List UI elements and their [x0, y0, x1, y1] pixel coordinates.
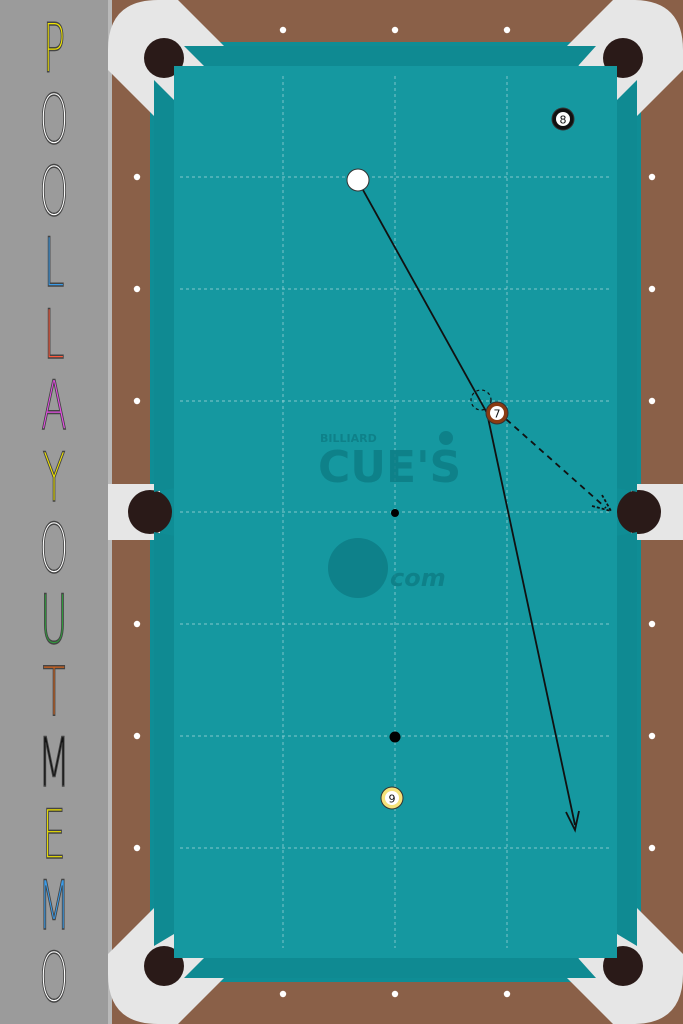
logo-ball-icon — [439, 431, 453, 445]
shot-lines — [357, 180, 613, 833]
title-letter: O — [39, 81, 69, 161]
diamonds — [133, 26, 656, 998]
title-letter: P — [42, 10, 66, 89]
ball-7[interactable]: 7 — [485, 401, 509, 425]
ball-9[interactable]: 9 — [380, 786, 404, 810]
pocket-plates — [108, 0, 683, 1024]
cue-ball-path — [357, 180, 488, 414]
object-ball-path — [497, 411, 607, 509]
pool-table[interactable]: BILLIARD CUE'S com — [108, 0, 683, 1024]
cue-ball-deflection-path — [486, 412, 576, 826]
table-canvas[interactable]: BILLIARD CUE'S com — [108, 0, 683, 1024]
logo-circle-icon — [328, 538, 388, 598]
ghost-ball — [470, 389, 492, 411]
ball-8[interactable]: 8 — [551, 107, 575, 131]
foot-spot — [389, 731, 401, 743]
cue-ball[interactable] — [346, 168, 370, 192]
title-letter: U — [40, 581, 68, 661]
center-spot — [391, 509, 399, 517]
pockets — [128, 38, 661, 986]
logo-big-text: CUE'S — [318, 442, 461, 493]
cushion-bands — [154, 46, 637, 978]
ball-8-label: 8 — [560, 114, 567, 127]
ball-9-label: 9 — [389, 793, 396, 806]
title-letter: M — [37, 724, 71, 804]
arrow-head-icon — [565, 810, 580, 833]
title-letter: A — [41, 367, 67, 447]
title-letter: Y — [42, 438, 66, 518]
title-letter: T — [42, 652, 66, 732]
title-letter: E — [42, 795, 66, 875]
ball-7-label: 7 — [494, 408, 501, 421]
title-letter: O — [39, 938, 69, 1018]
logo-small-text: BILLIARD — [320, 432, 377, 445]
title-letter: L — [43, 224, 65, 304]
arrow-head-dashed-icon — [591, 494, 613, 513]
title-letter: M — [37, 867, 71, 947]
logo-sub-text: com — [390, 564, 446, 592]
logo-watermark: BILLIARD CUE'S com — [318, 431, 461, 598]
pocket-middle-right — [617, 490, 661, 534]
balls[interactable]: 7 8 9 — [346, 107, 575, 810]
pocket-middle-left — [128, 490, 172, 534]
title-letter: L — [43, 295, 65, 375]
title-letter: O — [39, 510, 69, 589]
title-letter: O — [39, 152, 69, 232]
